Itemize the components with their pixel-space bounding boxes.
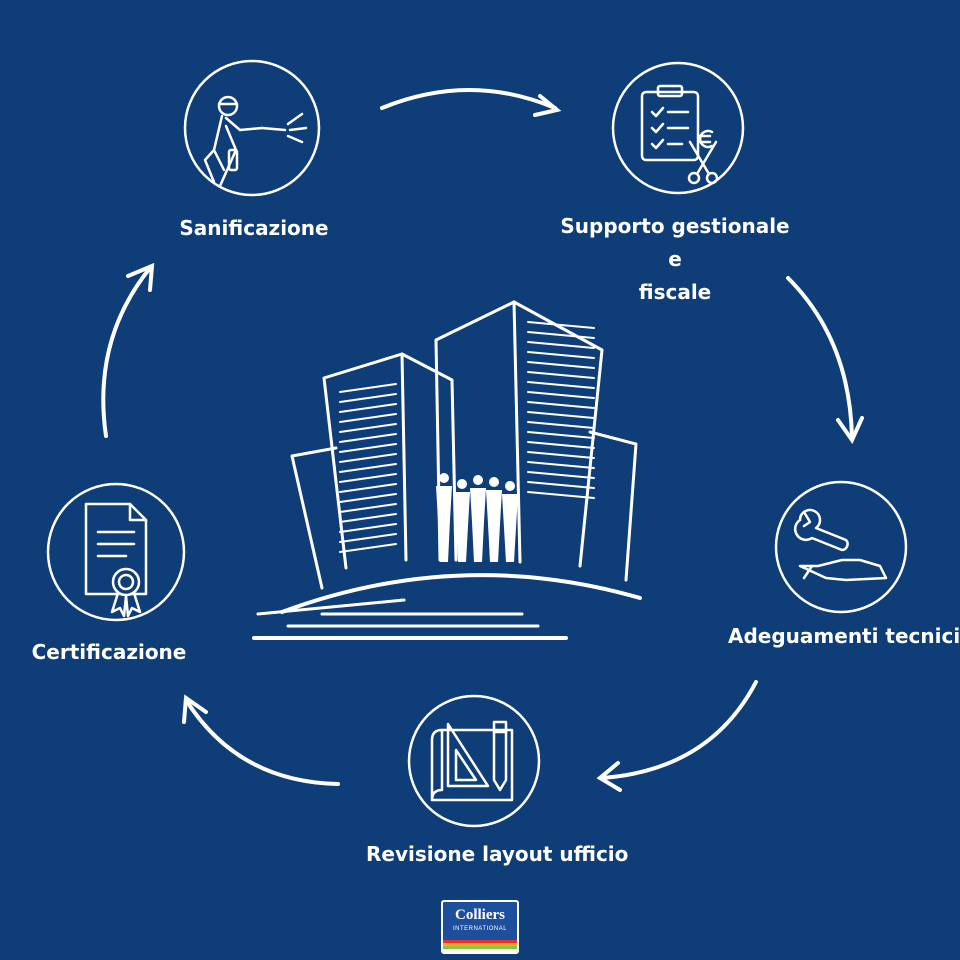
building-window-line bbox=[527, 411, 595, 419]
building-window-line bbox=[339, 413, 397, 423]
building-window-line bbox=[339, 423, 397, 433]
building-window-line bbox=[339, 533, 397, 543]
building-window-line bbox=[339, 393, 397, 403]
arrowhead bbox=[182, 694, 208, 724]
building-window-line bbox=[339, 503, 397, 513]
building-window-line bbox=[339, 443, 397, 453]
building-window-line bbox=[527, 361, 595, 369]
building-window-line bbox=[527, 401, 595, 409]
step-label-revisione: Revisione layout ufficio bbox=[366, 842, 629, 866]
arrow-adeguamenti-to-revisione bbox=[600, 680, 758, 780]
building-window-line bbox=[527, 471, 595, 479]
logo-stripe-orange bbox=[443, 943, 517, 946]
building-window-line bbox=[339, 463, 397, 473]
colliers-logo: Colliers INTERNATIONAL bbox=[441, 900, 519, 954]
building-window-line bbox=[527, 371, 595, 379]
step-label-sanificazione: Sanificazione bbox=[179, 216, 329, 240]
building-window-line bbox=[527, 461, 595, 469]
city-buildings-people-icon bbox=[252, 300, 642, 640]
logo-stripe-green bbox=[443, 946, 517, 949]
clipboard-checklist-icon bbox=[640, 84, 719, 185]
building-window-line bbox=[527, 421, 595, 429]
step-sanificazione-icon-circle bbox=[183, 59, 321, 197]
building-window-line bbox=[527, 341, 595, 349]
arrow-certificazione-to-sanificazione bbox=[101, 266, 152, 438]
arrow-supporto-to-adeguamenti bbox=[786, 276, 854, 440]
building-window-line bbox=[339, 473, 397, 483]
step-label-adeguamenti: Adeguamenti tecnici bbox=[728, 624, 960, 648]
step-certificazione-icon-circle bbox=[46, 482, 186, 622]
blueprint-tools-icon bbox=[430, 720, 514, 802]
arrow-revisione-to-certificazione bbox=[184, 698, 340, 786]
step-adeguamenti-icon-circle bbox=[774, 480, 908, 614]
step-label-certificazione: Certificazione bbox=[31, 640, 187, 664]
building-window-line bbox=[339, 543, 397, 553]
building-window-line bbox=[339, 513, 397, 523]
logo-subtitle: INTERNATIONAL bbox=[452, 926, 508, 932]
step-supporto-icon-circle bbox=[611, 61, 745, 195]
building-window-line bbox=[339, 453, 397, 463]
building-window-line bbox=[339, 383, 397, 393]
building-window-line bbox=[339, 483, 397, 493]
arrowhead bbox=[836, 416, 864, 445]
logo-stripes bbox=[443, 940, 517, 952]
wrench-hand-icon bbox=[793, 508, 888, 582]
arrowhead bbox=[596, 761, 622, 792]
step-label-supporto: Supporto gestionale e fiscale bbox=[552, 210, 798, 309]
logo-stripe-red bbox=[443, 940, 517, 943]
building-window-line bbox=[527, 441, 595, 449]
building-window-line bbox=[527, 391, 595, 399]
building-window-line bbox=[339, 433, 397, 443]
building-window-line bbox=[527, 351, 595, 359]
building-window-line bbox=[527, 431, 595, 439]
building-window-line bbox=[339, 523, 397, 533]
building-window-line bbox=[527, 491, 595, 499]
logo-name: Colliers bbox=[455, 907, 505, 923]
building-window-line bbox=[527, 321, 595, 329]
building-window-line bbox=[527, 451, 595, 459]
step-label-supporto-text: Supporto gestionale e fiscale bbox=[560, 214, 790, 304]
certificate-icon bbox=[84, 502, 148, 618]
sanitizing-worker-icon bbox=[203, 95, 308, 188]
step-revisione-icon-circle bbox=[407, 694, 541, 828]
arrowhead bbox=[126, 262, 155, 292]
building-window-line bbox=[527, 481, 595, 489]
arrow-sanificazione-to-supporto bbox=[380, 88, 557, 110]
building-window-line bbox=[339, 403, 397, 413]
logo-stripe-white bbox=[443, 949, 517, 952]
arrowhead bbox=[533, 94, 562, 117]
building-window-line bbox=[527, 381, 595, 389]
building-window-line bbox=[527, 331, 595, 339]
building-window-line bbox=[339, 493, 397, 503]
